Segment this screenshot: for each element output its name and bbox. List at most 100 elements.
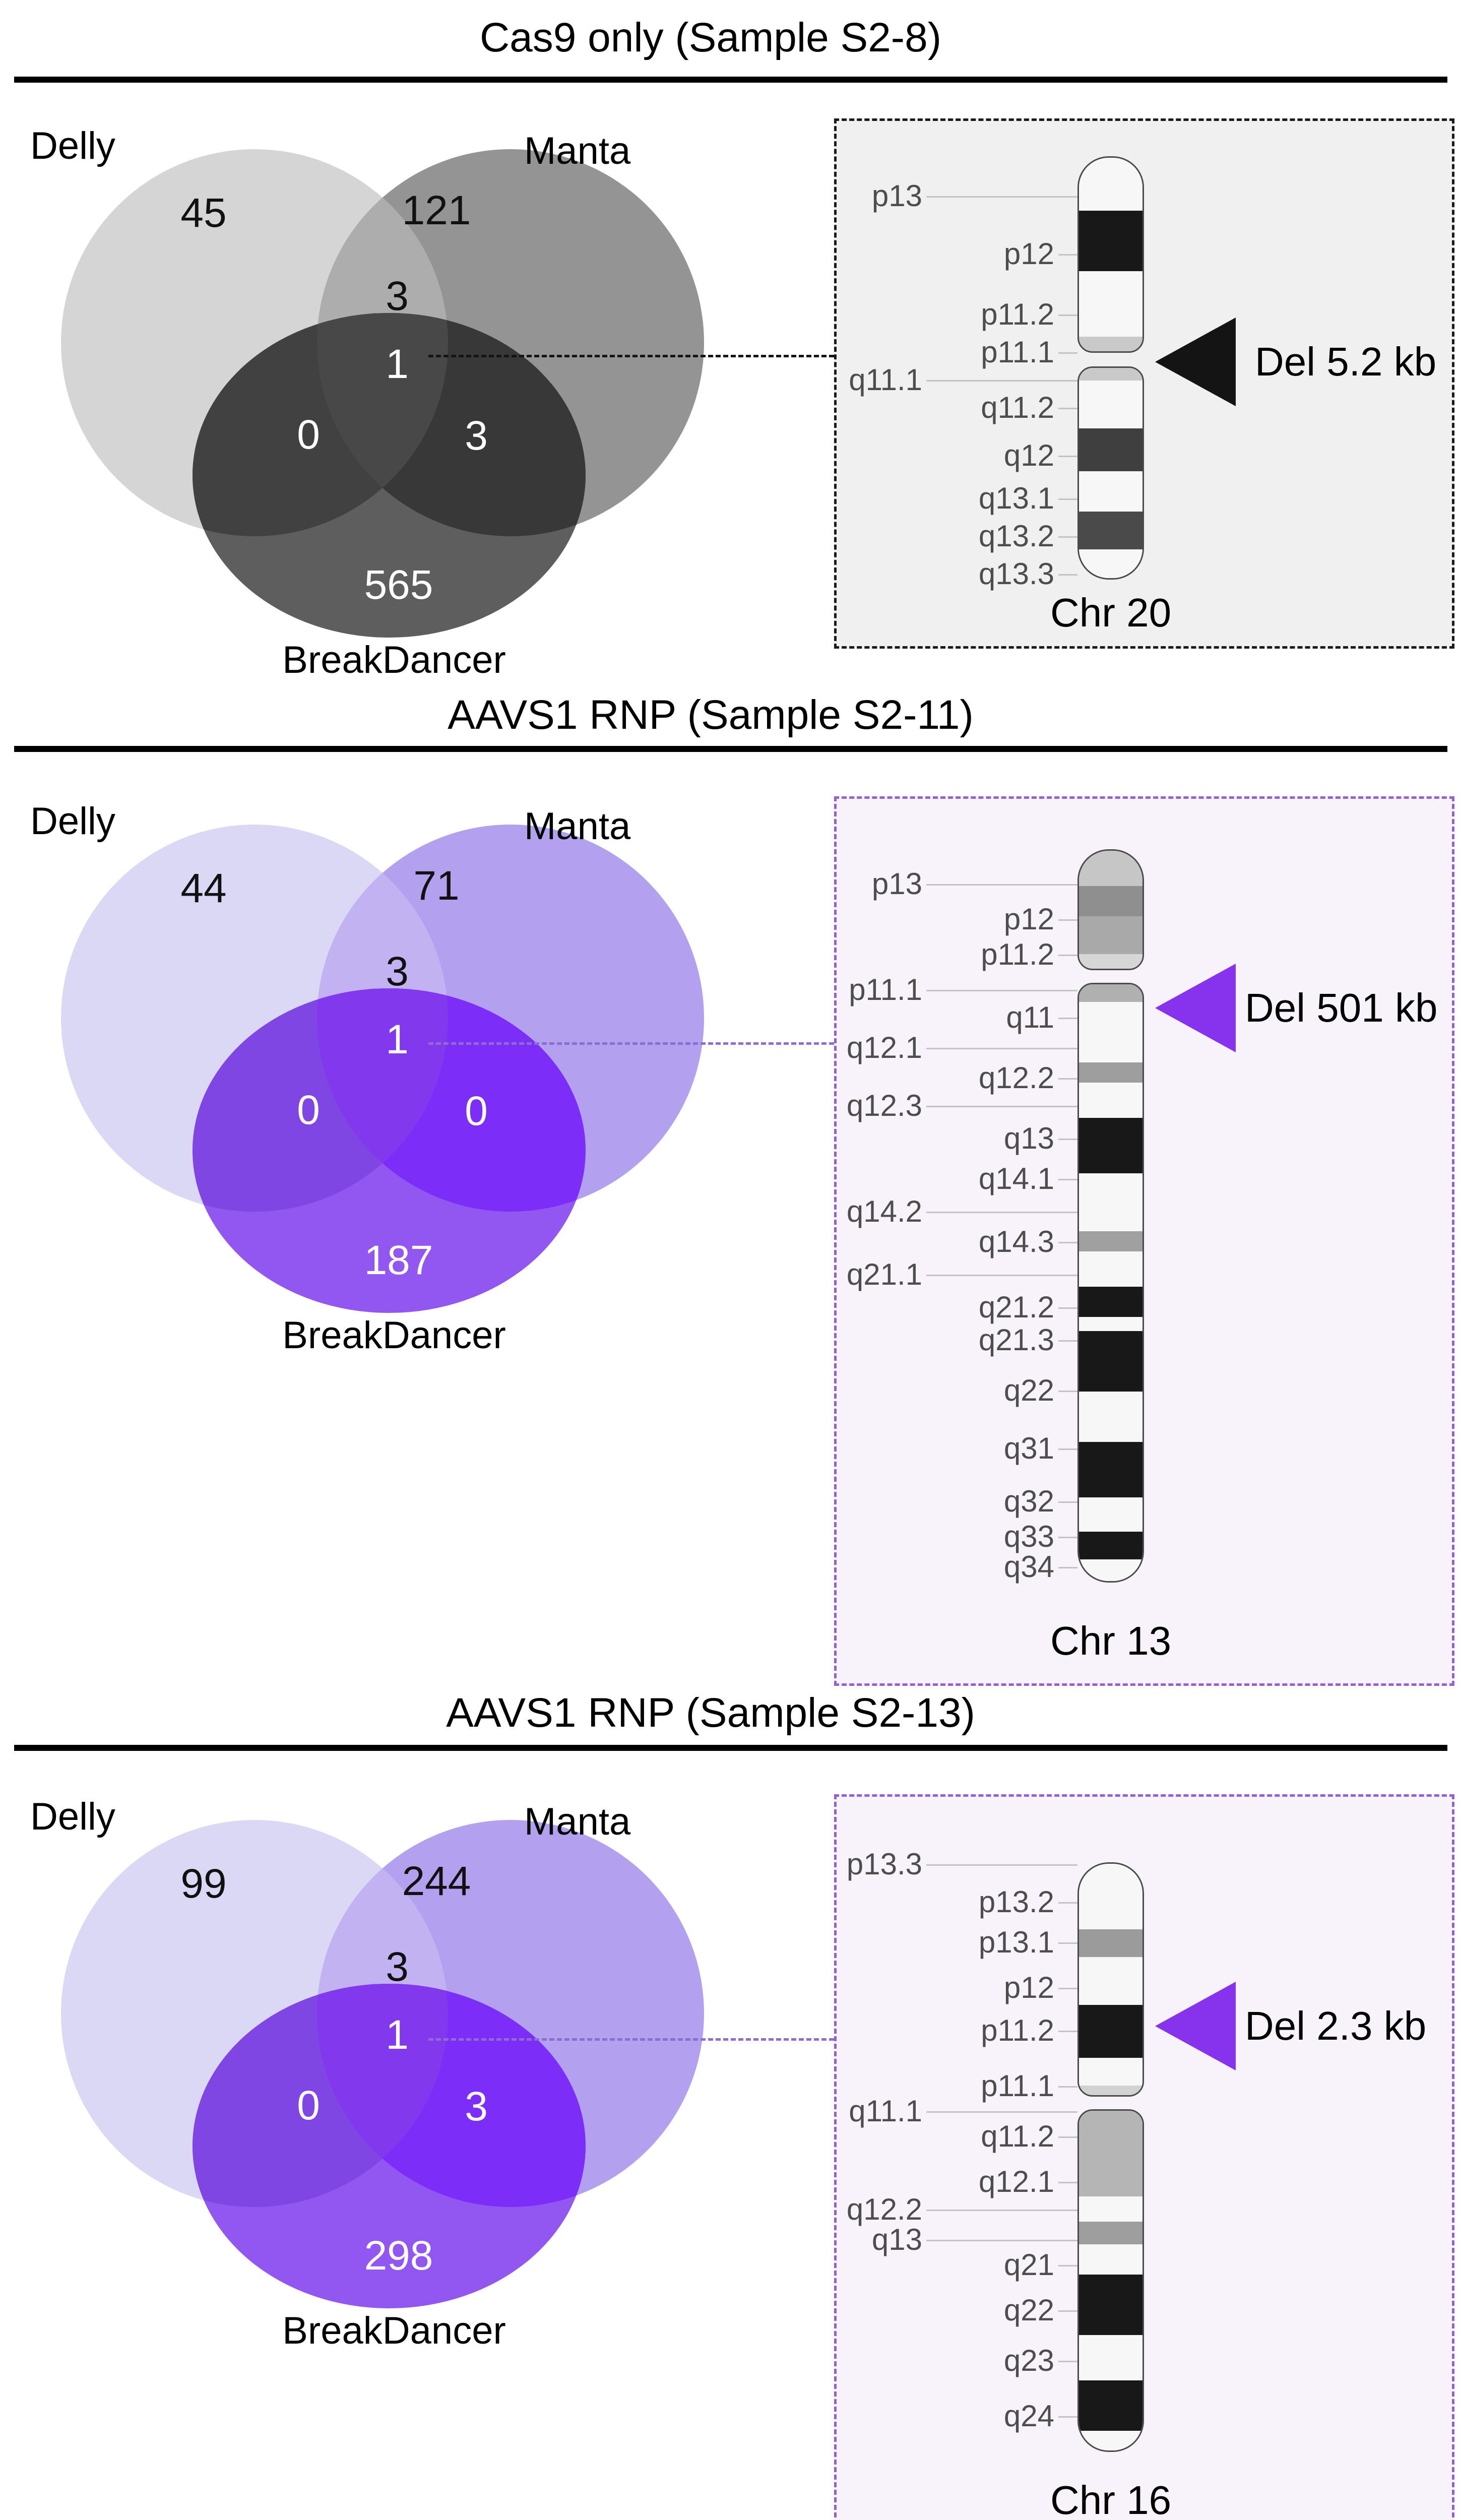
leader-line — [926, 1048, 1077, 1049]
leader-line — [926, 196, 1077, 198]
chromosome-band — [1079, 368, 1142, 381]
chromosome-band — [1079, 1251, 1142, 1287]
leader-line — [1058, 1391, 1077, 1392]
band-label: q21.3 — [978, 1322, 1054, 1357]
chromosome-band — [1079, 1929, 1142, 1957]
leader-line — [1058, 2031, 1077, 2032]
band-label: q33 — [1003, 1519, 1054, 1553]
venn-count-breakdancer-only: 187 — [364, 1237, 433, 1283]
chromosome-band — [1079, 1532, 1142, 1559]
leader-line — [1058, 1307, 1077, 1309]
deletion-arrow — [1155, 318, 1236, 406]
band-label: q12 — [1003, 438, 1054, 472]
ideogram-box — [834, 118, 1454, 649]
venn-set-label-breakdancer: BreakDancer — [282, 639, 506, 681]
chromosome-band — [1079, 211, 1142, 271]
band-label: q13.3 — [978, 556, 1054, 591]
band-label: q21 — [1003, 2247, 1054, 2282]
chromosome-band — [1079, 471, 1142, 512]
venn-set-label-delly: Delly — [30, 800, 115, 843]
band-label: q11.1 — [849, 2094, 922, 2128]
chromosome-name: Chr 20 — [1050, 590, 1172, 635]
deletion-label: Del 501 kb — [1245, 985, 1438, 1030]
leader-line — [1058, 1942, 1077, 1944]
chromosome-name: Chr 13 — [1050, 1618, 1172, 1663]
leader-line — [1058, 1448, 1077, 1450]
chromosome-band — [1079, 271, 1142, 337]
leader-line — [1058, 1018, 1077, 1019]
venn-count-all-three: 1 — [386, 341, 409, 387]
chromosome-band — [1079, 428, 1142, 471]
band-label: p13.2 — [978, 1884, 1054, 1919]
connector-dashed-line — [428, 355, 834, 357]
band-label: p13 — [871, 178, 922, 213]
band-label: q24 — [1003, 2399, 1054, 2433]
leader-line — [1058, 919, 1077, 921]
title-rule — [14, 77, 1447, 83]
chromosome-p-arm — [1077, 1862, 1144, 2097]
band-label: q21.1 — [846, 1257, 922, 1291]
band-label: q11.1 — [849, 362, 922, 397]
chromosome-band — [1079, 954, 1142, 969]
connector-dashed-line — [428, 1042, 834, 1045]
leader-line — [926, 1275, 1077, 1276]
chromosome-band — [1079, 1083, 1142, 1118]
chromosome-band — [1079, 1392, 1142, 1442]
chromosome-p-arm — [1077, 156, 1144, 353]
chromosome-band — [1079, 1118, 1142, 1173]
leader-line — [1058, 1340, 1077, 1342]
chromosome-band — [1079, 1231, 1142, 1251]
band-label: q13.2 — [978, 519, 1054, 553]
venn-count-breakdancer-only: 298 — [364, 2233, 433, 2279]
leader-line — [926, 2240, 1077, 2241]
venn-count-delly-breakdancer: 0 — [297, 1087, 320, 1133]
leader-line — [926, 884, 1077, 886]
leader-line — [1058, 536, 1077, 538]
chromosome-band — [1079, 886, 1142, 916]
band-label: p11.2 — [981, 2013, 1054, 2047]
chromosome-name: Chr 16 — [1050, 2478, 1172, 2520]
venn-set-label-manta: Manta — [524, 805, 631, 848]
chromosome-p-arm — [1077, 849, 1144, 970]
chromosome-band — [1079, 2335, 1142, 2380]
chromosome-q-arm — [1077, 2109, 1144, 2452]
venn-count-manta-only: 121 — [402, 187, 471, 233]
venn-count-delly-manta: 3 — [386, 1944, 409, 1990]
band-label: q12.1 — [846, 1030, 922, 1064]
leader-line — [926, 2210, 1077, 2211]
venn-count-delly-breakdancer: 0 — [297, 412, 320, 458]
venn-overlap-all-three — [317, 1984, 448, 2207]
venn-overlap-all-three — [317, 313, 448, 536]
leader-line — [1058, 1179, 1077, 1180]
chromosome-band — [1079, 2005, 1142, 2058]
band-label: q14.3 — [978, 1224, 1054, 1258]
band-label: q11 — [1006, 1000, 1054, 1034]
band-label: p11.1 — [981, 2068, 1054, 2103]
leader-line — [1058, 1242, 1077, 1243]
venn-count-delly-only: 44 — [180, 865, 226, 911]
ideogram-box — [834, 1794, 1454, 2520]
venn-count-all-three: 1 — [386, 1017, 409, 1062]
band-label: q21.2 — [978, 1290, 1054, 1324]
leader-line — [926, 380, 1077, 382]
chromosome-band — [1079, 2196, 1142, 2222]
leader-line — [926, 1864, 1077, 1866]
leader-line — [926, 990, 1077, 991]
leader-line — [1058, 352, 1077, 354]
band-label: q13.1 — [978, 481, 1054, 515]
venn-count-manta-only: 71 — [413, 863, 459, 909]
chromosome-band — [1079, 158, 1142, 211]
chromosome-band — [1079, 2380, 1142, 2431]
leader-line — [1058, 314, 1077, 316]
band-label: q32 — [1003, 1484, 1054, 1518]
chromosome-band — [1079, 381, 1142, 428]
leader-line — [1058, 254, 1077, 256]
venn-count-delly-manta: 3 — [386, 273, 409, 319]
chromosome-band — [1079, 1331, 1142, 1392]
band-label: q13 — [1003, 1121, 1054, 1155]
band-label: q23 — [1003, 2343, 1054, 2377]
band-label: q12.1 — [978, 2164, 1054, 2198]
